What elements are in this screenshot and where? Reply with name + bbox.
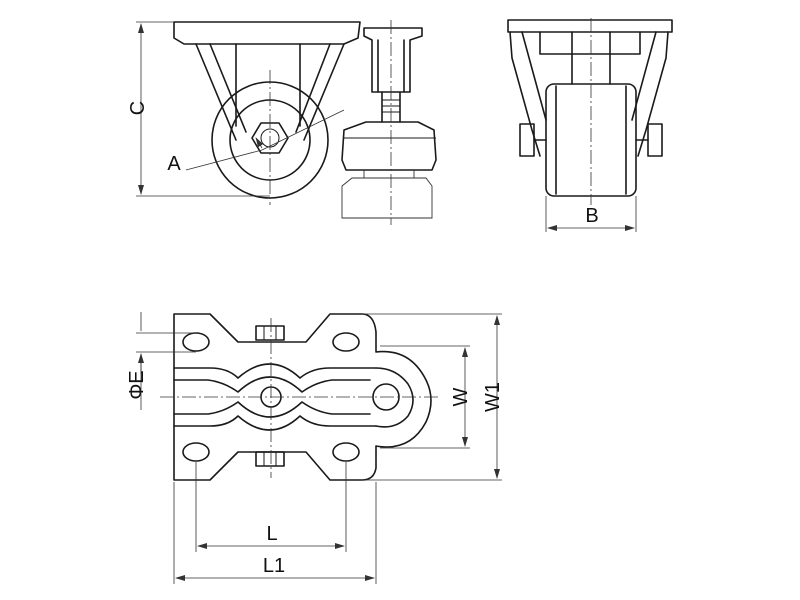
side-view-axle-nut xyxy=(251,122,289,154)
top-view-brake-tab-inner xyxy=(375,367,414,428)
side-view-fork-right-inner xyxy=(295,43,331,133)
side-view-fork-right-outer xyxy=(303,43,345,141)
top-view-plate xyxy=(173,313,432,481)
mounting-hole-bottom-right xyxy=(332,442,360,462)
dim-l-label: L xyxy=(266,523,277,545)
brake-pad-ghost xyxy=(341,177,433,219)
side-view-top-plate xyxy=(173,21,361,45)
front-view-top-plate xyxy=(507,19,673,33)
front-view-wheel-edges xyxy=(555,85,627,195)
dim-l1-label: L1 xyxy=(263,555,285,577)
top-view: ΦE W W1 L L1 xyxy=(126,312,504,584)
dim-e-label: ΦE xyxy=(126,370,148,399)
dim-l-extension xyxy=(195,462,347,552)
dim-a-arrow xyxy=(255,137,264,149)
dim-w1-label: W1 xyxy=(482,382,504,412)
front-view: B xyxy=(507,18,673,232)
dim-w-label: W xyxy=(450,387,472,406)
top-view-nut-bottom-faces xyxy=(263,452,277,466)
top-view-nut-top-faces xyxy=(263,326,277,340)
dim-c-label: C xyxy=(127,101,149,115)
brake-pad xyxy=(341,121,437,171)
side-view-fork-left-inner xyxy=(209,43,247,133)
dim-a-label: A xyxy=(167,153,181,175)
side-view-fork-left-outer xyxy=(195,43,237,141)
dim-w1-extension xyxy=(362,313,502,481)
front-view-bracket xyxy=(539,31,641,55)
mounting-hole-bottom-left xyxy=(182,442,210,462)
brake-rod xyxy=(381,91,401,123)
front-view-fork-left xyxy=(509,31,541,157)
top-view-nut-top xyxy=(255,325,285,341)
dim-a-leader xyxy=(185,109,345,171)
side-view-fork-ribs xyxy=(235,43,301,127)
top-view-rib-upper-inner xyxy=(173,376,371,393)
mounting-hole-top-left xyxy=(182,332,210,352)
dim-w-extension xyxy=(380,345,470,449)
brake-housing-edges xyxy=(377,39,405,93)
top-view-rib-lower xyxy=(173,415,377,431)
front-view-stem xyxy=(571,31,611,85)
front-view-fork-right xyxy=(637,31,669,157)
dim-b-extension xyxy=(545,196,637,232)
front-view-nut-right xyxy=(647,123,663,157)
mounting-hole-top-right xyxy=(332,332,360,352)
brake-pad-ghost-stem xyxy=(363,170,415,178)
side-view: C A xyxy=(127,20,437,225)
dim-l1-extension xyxy=(173,482,377,584)
top-view-rib-lower-inner xyxy=(173,401,371,418)
top-view-rib-upper xyxy=(173,363,377,379)
dim-c-extension xyxy=(136,21,270,197)
top-view-nut-bottom xyxy=(255,451,285,467)
dim-b-label: B xyxy=(585,205,598,227)
brake-housing xyxy=(363,27,423,93)
